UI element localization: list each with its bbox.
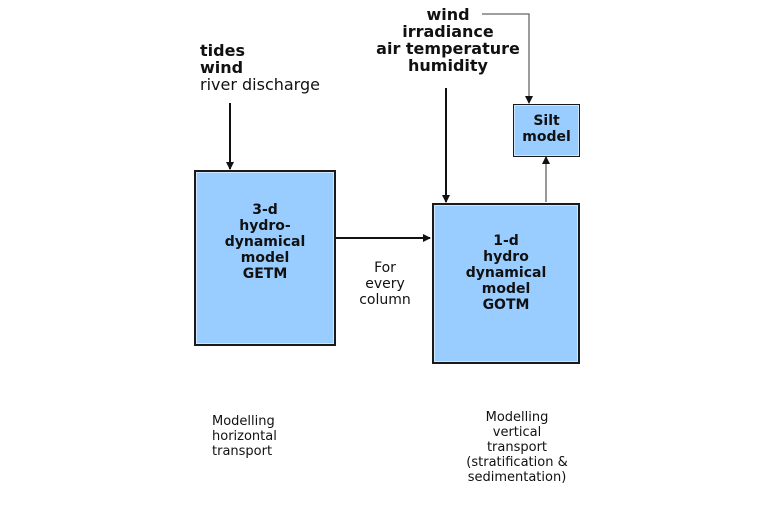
gotm-line: dynamical xyxy=(465,265,547,281)
input-wind: wind xyxy=(200,58,244,77)
caption-line: transport xyxy=(486,440,548,455)
getm-box-label: 3-d hydro- dynamical model GETM xyxy=(196,202,334,282)
gotm-line: model xyxy=(481,281,531,297)
input-irradiance: irradiance xyxy=(402,22,494,41)
silt-box: Silt model xyxy=(513,104,580,157)
caption-line: horizontal xyxy=(212,429,277,444)
getm-line: dynamical xyxy=(224,234,306,250)
caption-line: Modelling xyxy=(485,410,549,425)
gotm-line: hydro xyxy=(483,249,529,265)
input-humidity: humidity xyxy=(408,56,488,75)
input-river-discharge: river discharge xyxy=(200,75,320,94)
right-inputs: wind irradiance air temperature humidity xyxy=(368,6,528,74)
getm-line: model xyxy=(240,250,290,266)
left-inputs: tides wind river discharge xyxy=(200,42,320,93)
arrow-wind-to-silt xyxy=(482,13,533,104)
connector-line: column xyxy=(359,292,411,308)
caption-line: sedimentation) xyxy=(467,470,567,485)
getm-line: GETM xyxy=(242,266,288,282)
input-tides: tides xyxy=(200,41,245,60)
silt-line: model xyxy=(522,129,571,145)
getm-box: 3-d hydro- dynamical model GETM xyxy=(194,170,336,346)
gotm-line: 1-d xyxy=(493,233,519,249)
input-wind-right: wind xyxy=(426,5,470,24)
silt-box-label: Silt model xyxy=(514,113,579,145)
connector-label: For every column xyxy=(345,260,425,308)
connector-line: every xyxy=(365,276,405,292)
caption-line: (stratification & xyxy=(466,455,568,470)
caption-line: Modelling xyxy=(212,414,275,429)
silt-line: Silt xyxy=(533,113,560,129)
gotm-box: 1-d hydro dynamical model GOTM xyxy=(432,203,580,364)
caption-horizontal: Modelling horizontal transport xyxy=(212,414,277,459)
getm-line: 3-d xyxy=(252,202,278,218)
connector-line: For xyxy=(374,260,396,276)
gotm-line: GOTM xyxy=(482,297,530,313)
getm-line: hydro- xyxy=(239,218,291,234)
caption-line: vertical xyxy=(492,425,542,440)
gotm-box-label: 1-d hydro dynamical model GOTM xyxy=(434,233,578,313)
input-air-temperature: air temperature xyxy=(376,39,520,58)
caption-vertical: Modelling vertical transport (stratifica… xyxy=(452,410,582,485)
caption-line: transport xyxy=(212,444,273,459)
